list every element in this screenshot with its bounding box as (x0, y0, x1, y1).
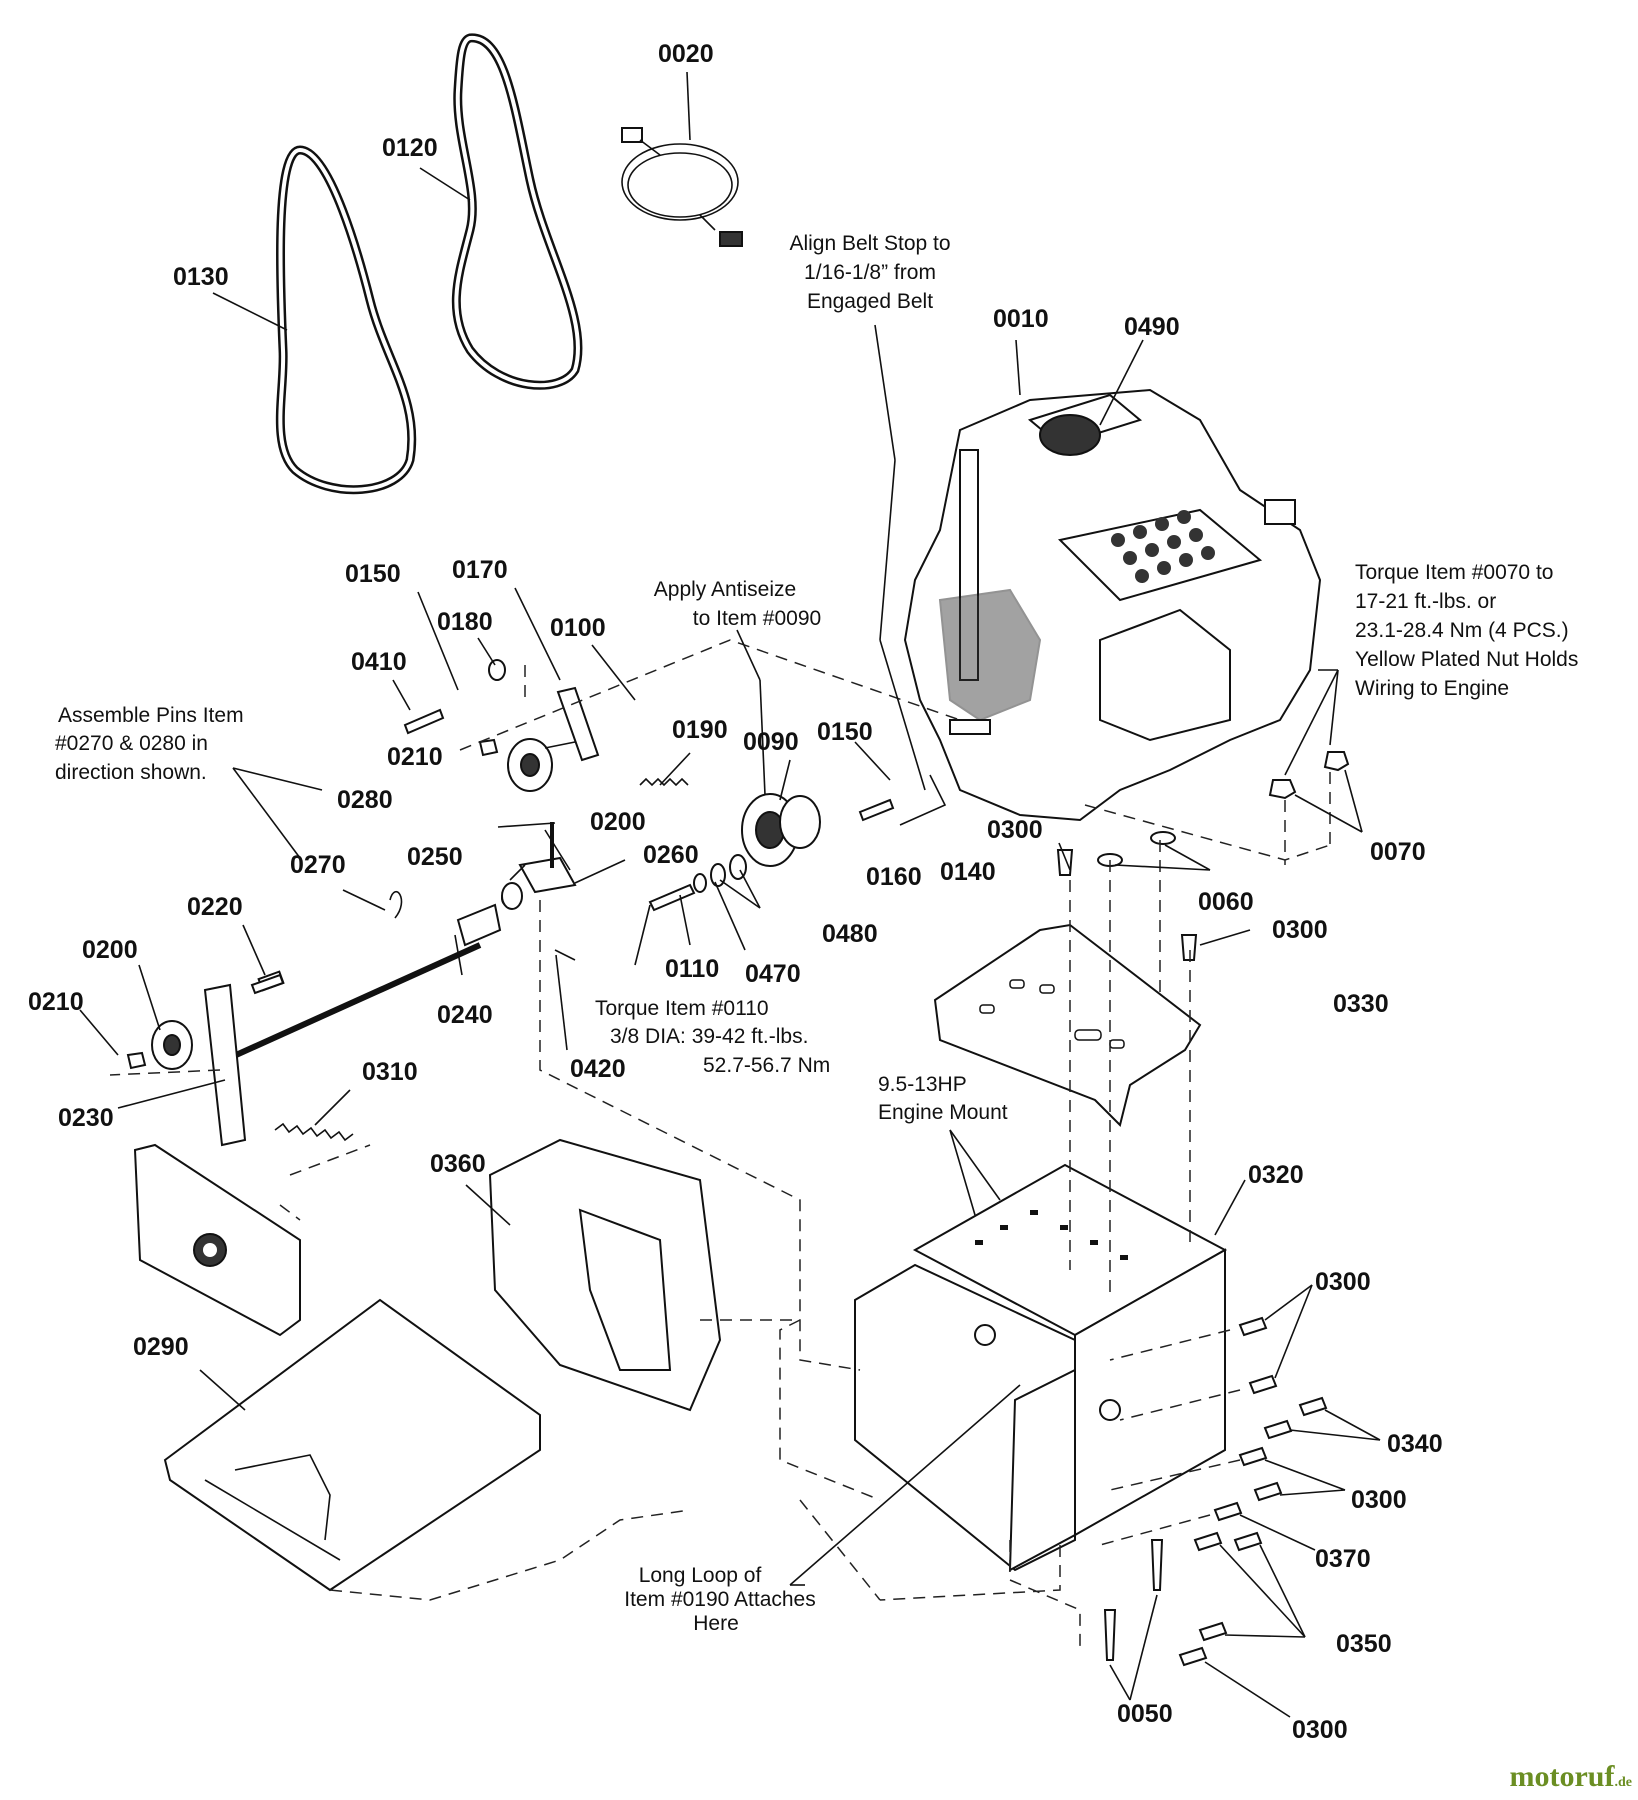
belt-0130-drawing (275, 145, 417, 495)
note-align-belt: Align Belt Stop to 1/16-1/8” from Engage… (789, 232, 950, 313)
label-0410: 0410 (351, 648, 407, 676)
label-0060: 0060 (1198, 888, 1254, 916)
note-engine-mount: 9.5-13HP Engine Mount (878, 1073, 1008, 1124)
label-0320: 0320 (1248, 1161, 1304, 1189)
note-long-loop-line-2: Item #0190 Attaches (624, 1588, 815, 1611)
label-0020: 0020 (658, 40, 714, 68)
label-0480: 0480 (822, 920, 878, 948)
label-0300-plate: 0300 (1272, 916, 1328, 944)
note-align-belt-line-1: Align Belt Stop to (789, 232, 950, 255)
engine-0010-drawing (903, 388, 1322, 822)
label-0110: 0110 (665, 955, 719, 983)
label-0050: 0050 (1117, 1700, 1173, 1728)
idler-0200-upper-drawing (507, 738, 553, 792)
watermark-logo: motoruf.de (1510, 1760, 1632, 1794)
note-torque-0070-line-5: Wiring to Engine (1355, 677, 1509, 700)
label-0420: 0420 (570, 1055, 626, 1083)
label-0140: 0140 (940, 858, 996, 886)
belt-0120-drawing (451, 33, 583, 390)
label-0250: 0250 (407, 843, 463, 871)
label-0490: 0490 (1124, 313, 1180, 341)
label-0300-bottom: 0300 (1292, 1716, 1348, 1744)
label-0280: 0280 (337, 786, 393, 814)
label-0360: 0360 (430, 1150, 486, 1178)
note-torque-0070-line-1: Torque Item #0070 to (1355, 561, 1553, 584)
label-0240: 0240 (437, 1001, 493, 1029)
note-align-belt-line-3: Engaged Belt (807, 290, 933, 313)
watermark-suffix: .de (1614, 1775, 1633, 1790)
label-0100: 0100 (550, 614, 606, 642)
frame-0320-drawing (854, 1163, 1228, 1572)
note-torque-0070-line-3: 23.1-28.4 Nm (4 PCS.) (1355, 619, 1569, 642)
bottom-plate-0290-drawing (163, 1298, 541, 1592)
label-0290: 0290 (133, 1333, 189, 1361)
note-antiseize-line-1: Apply Antiseize (654, 578, 796, 601)
note-torque-0070: Torque Item #0070 to 17-21 ft.-lbs. or 2… (1355, 561, 1578, 700)
guard-plate-drawing (133, 1143, 301, 1337)
label-0150-lower: 0150 (817, 718, 873, 746)
bracket-0170-drawing (544, 686, 600, 762)
label-0090: 0090 (743, 728, 799, 756)
mount-plate-0330-drawing (933, 923, 1202, 1127)
note-assemble-pins-line-2: #0270 & 0280 in (55, 732, 208, 755)
label-0470: 0470 (745, 960, 801, 988)
label-0170: 0170 (452, 556, 508, 584)
label-0260: 0260 (643, 841, 699, 869)
note-engine-mount-line-2: Engine Mount (878, 1101, 1008, 1124)
note-torque-0110-line-3: 52.7-56.7 Nm (703, 1054, 830, 1077)
label-0200-lower: 0200 (82, 936, 138, 964)
label-0330: 0330 (1333, 990, 1389, 1018)
label-0150-upper: 0150 (345, 560, 401, 588)
note-torque-0110-line-1: Torque Item #0110 (595, 997, 769, 1020)
note-torque-0070-line-4: Yellow Plated Nut Holds (1355, 648, 1578, 671)
label-0160: 0160 (866, 863, 922, 891)
label-0200-upper: 0200 (590, 808, 646, 836)
spring-0190-drawing (639, 777, 689, 787)
note-antiseize: Apply Antiseize to Item #0090 (654, 578, 821, 630)
part-labels: 0020 0120 0130 0010 0490 0150 0170 0180 … (28, 40, 1443, 1744)
note-long-loop: Long Loop of Item #0190 Attaches Here (624, 1564, 815, 1635)
label-0190: 0190 (672, 716, 728, 744)
label-0300-upper: 0300 (987, 816, 1043, 844)
label-0370: 0370 (1315, 1545, 1371, 1573)
label-0210-upper: 0210 (387, 743, 443, 771)
note-align-belt-line-2: 1/16-1/8” from (804, 261, 936, 284)
label-0350: 0350 (1336, 1630, 1392, 1658)
note-long-loop-line-3: Here (693, 1612, 739, 1635)
label-0210-lower: 0210 (28, 988, 84, 1016)
shaft-0230-drawing (151, 942, 482, 1147)
label-0310: 0310 (362, 1058, 418, 1086)
cord-0020-drawing (621, 127, 743, 247)
label-0270: 0270 (290, 851, 346, 879)
note-assemble-pins-line-1: Assemble Pins Item (58, 704, 244, 727)
label-0220: 0220 (187, 893, 243, 921)
note-engine-mount-line-1: 9.5-13HP (878, 1073, 967, 1096)
spring-0310-drawing (274, 1122, 354, 1142)
label-0130: 0130 (173, 263, 229, 291)
hardware-drawing (126, 659, 1350, 1667)
label-0120: 0120 (382, 134, 438, 162)
label-0010: 0010 (993, 305, 1049, 333)
label-0180: 0180 (437, 608, 493, 636)
pivot-bracket-0260-drawing (518, 830, 577, 894)
note-torque-0110-line-2: 3/8 DIA: 39-42 ft.-lbs. (610, 1025, 808, 1048)
note-antiseize-line-2: to Item #0090 (693, 607, 821, 630)
label-0070: 0070 (1370, 838, 1426, 866)
note-torque-0110: Torque Item #0110 3/8 DIA: 39-42 ft.-lbs… (595, 997, 830, 1077)
note-assemble-pins: Assemble Pins Item #0270 & 0280 in direc… (55, 704, 244, 784)
label-0340: 0340 (1387, 1430, 1443, 1458)
note-assemble-pins-line-3: direction shown. (55, 761, 207, 784)
note-torque-0070-line-2: 17-21 ft.-lbs. or (1355, 590, 1496, 613)
pulley-0090-drawing (741, 793, 821, 867)
leader-lines (79, 71, 1381, 1718)
note-long-loop-line-1: Long Loop of (639, 1564, 762, 1587)
label-0230: 0230 (58, 1104, 114, 1132)
belt-cover-0360-drawing (488, 1138, 722, 1412)
watermark-brand: motoruf (1509, 1760, 1615, 1793)
label-0300-frame-1: 0300 (1315, 1268, 1371, 1296)
label-0300-frame-2: 0300 (1351, 1486, 1407, 1514)
